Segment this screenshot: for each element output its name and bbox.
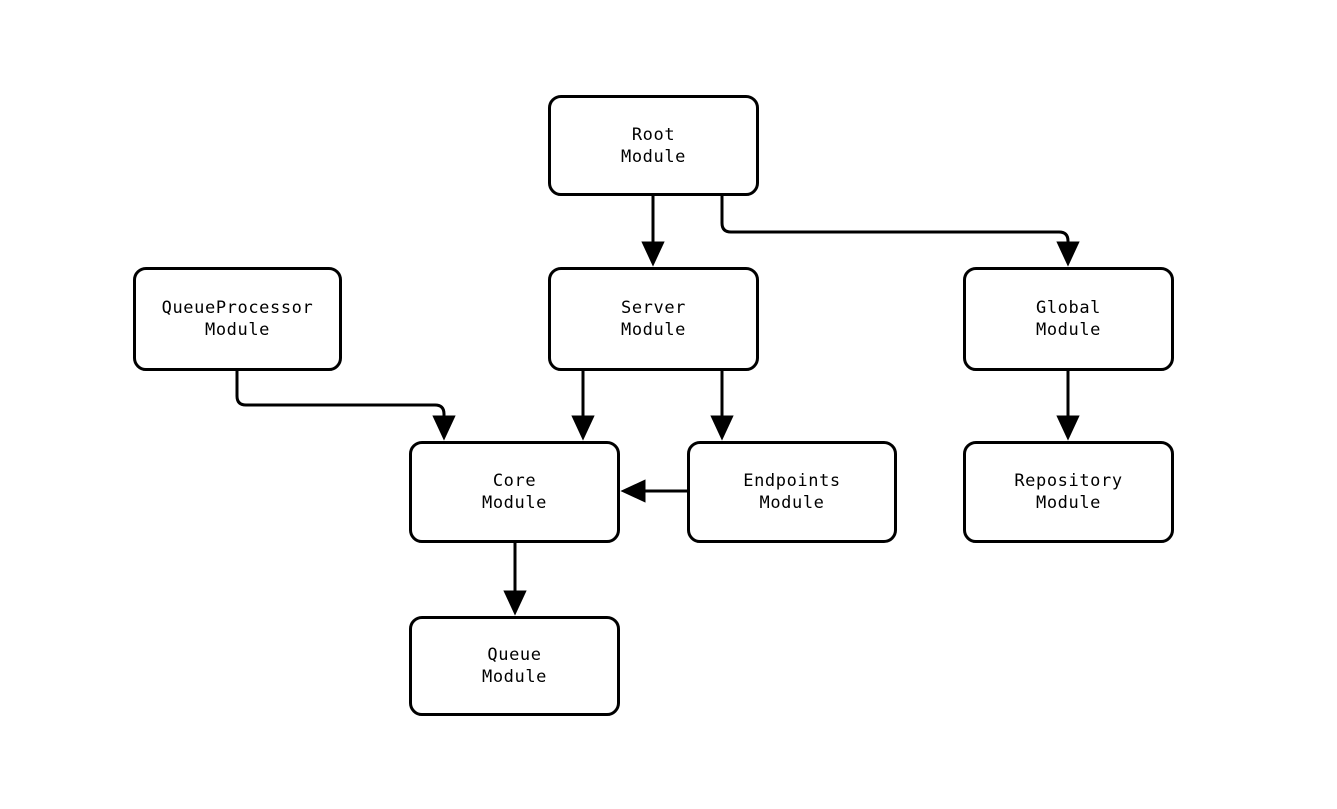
node-endpoints-subtitle: Module — [759, 493, 825, 513]
edge-queueprocessor-to-core — [235, 371, 456, 441]
node-queueprocessor-title: QueueProcessor — [161, 298, 314, 318]
node-queue-subtitle: Module — [481, 667, 547, 687]
node-root-title: Root — [631, 124, 676, 145]
node-queueprocessor-subtitle: Module — [204, 320, 270, 340]
node-repository-subtitle: Module — [1035, 493, 1101, 513]
node-repository-title: Repository — [1014, 471, 1123, 491]
node-queue[interactable]: Queue Module — [409, 616, 620, 716]
node-root-subtitle: Module — [620, 146, 686, 167]
edge-root-to-global — [720, 196, 1080, 267]
node-queueprocessor[interactable]: QueueProcessor Module — [133, 267, 342, 371]
node-core-title: Core — [492, 471, 537, 491]
node-global-subtitle: Module — [1035, 320, 1101, 340]
node-server-subtitle: Module — [620, 320, 686, 340]
node-queue-title: Queue — [487, 645, 542, 665]
node-endpoints-title: Endpoints — [743, 471, 841, 491]
node-core[interactable]: Core Module — [409, 441, 620, 543]
node-server-title: Server — [620, 298, 686, 318]
node-server[interactable]: Server Module — [548, 267, 759, 371]
node-endpoints[interactable]: Endpoints Module — [687, 441, 897, 543]
node-core-subtitle: Module — [481, 493, 547, 513]
node-global[interactable]: Global Module — [963, 267, 1174, 371]
node-global-title: Global — [1035, 298, 1101, 318]
node-repository[interactable]: Repository Module — [963, 441, 1174, 543]
node-root[interactable]: Root Module — [548, 95, 759, 196]
